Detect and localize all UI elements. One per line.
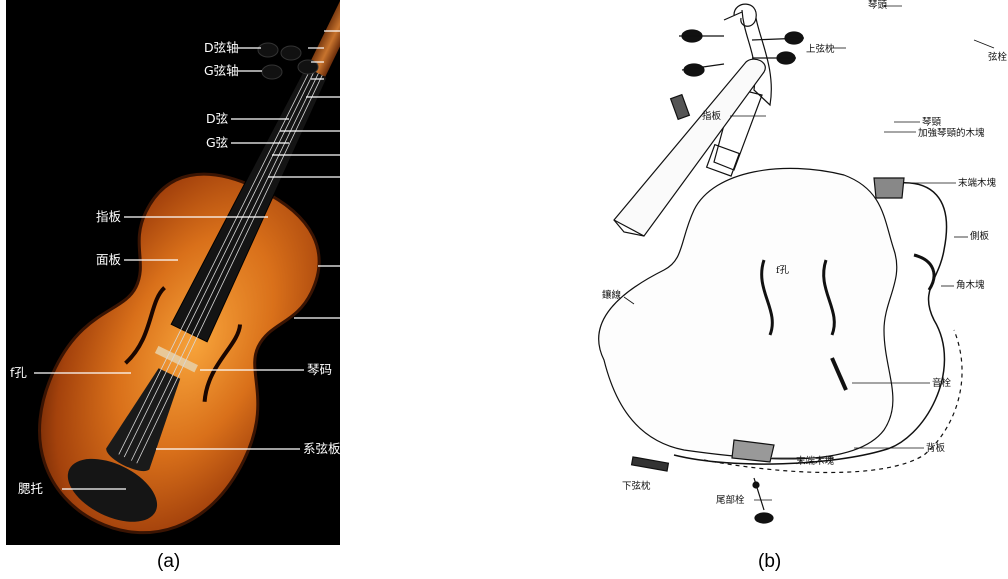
label-d-string: D弦 [206,112,228,126]
label-back-plate: 背板 [349,259,374,273]
label-a-peg: A弦轴 [349,55,383,69]
label-b-end-block-top: 末端木塊 [958,178,996,189]
label-top-plate: 面板 [96,253,121,267]
label-b-neck-block: 加強琴頸的木塊 [918,128,985,139]
label-tailpiece: 系弦板 [303,442,341,456]
caption-a: (a) [157,551,180,573]
label-head: 琴头 [349,90,374,104]
label-b-ribs: 側板 [970,231,989,242]
label-b-soundpost: 音栓 [932,378,951,389]
label-b-corner-block: 角木塊 [956,280,985,291]
label-e-string: E弦 [349,170,369,184]
exploded-neck-block [707,145,740,176]
exploded-end-pin [753,478,773,523]
caption-b: (b) [758,551,781,573]
label-string-slot: 弦槽 [349,41,374,55]
label-ribs: 边板 [349,311,374,325]
label-b-end-block-bottom: 末端木塊 [796,456,834,467]
violin-photo-illustration [6,0,340,545]
label-g-string: G弦 [206,136,228,150]
label-scroll: 琴卷 [349,24,374,38]
label-b-head: 琴頭 [868,0,887,11]
label-b-pegs: 弦栓 [988,52,1007,63]
label-g-peg: G弦轴 [204,64,239,78]
label-neck: 琴颈 [349,124,374,138]
exploded-end-block-top [874,178,904,198]
label-chinrest: 腮托 [18,482,43,496]
label-b-fingerboard: 指板 [702,111,721,122]
violin-photo-panel: 琴卷 D弦轴 弦槽 G弦轴 A弦轴 E弦轴 琴头 D弦 琴颈 G弦 A弦 E弦 … [6,0,340,545]
label-b-end-pin: 尾部栓 [716,495,745,506]
label-b-upper-nut: 上弦枕 [806,44,835,55]
label-d-peg: D弦轴 [204,41,239,55]
exploded-lower-nut [632,457,669,471]
label-b-lower-nut: 下弦枕 [622,481,651,492]
label-a-string: A弦 [349,148,370,162]
label-fingerboard: 指板 [96,210,121,224]
violin-body [6,0,340,545]
label-b-purfling: 鑲線 [602,290,621,301]
label-b-neck: 琴頸 [922,117,941,128]
label-e-peg: E弦轴 [349,72,382,86]
label-f-hole: f孔 [10,366,27,380]
violin-exploded-drawing-panel: 琴頭 弦栓 上弦枕 指板 琴頸 加強琴頸的木塊 末端木塊 側板 f孔 鑲線 角木… [584,0,1008,545]
label-b-f-hole: f孔 [776,265,789,276]
label-b-back: 背板 [926,443,945,454]
label-bridge: 琴码 [307,363,332,377]
